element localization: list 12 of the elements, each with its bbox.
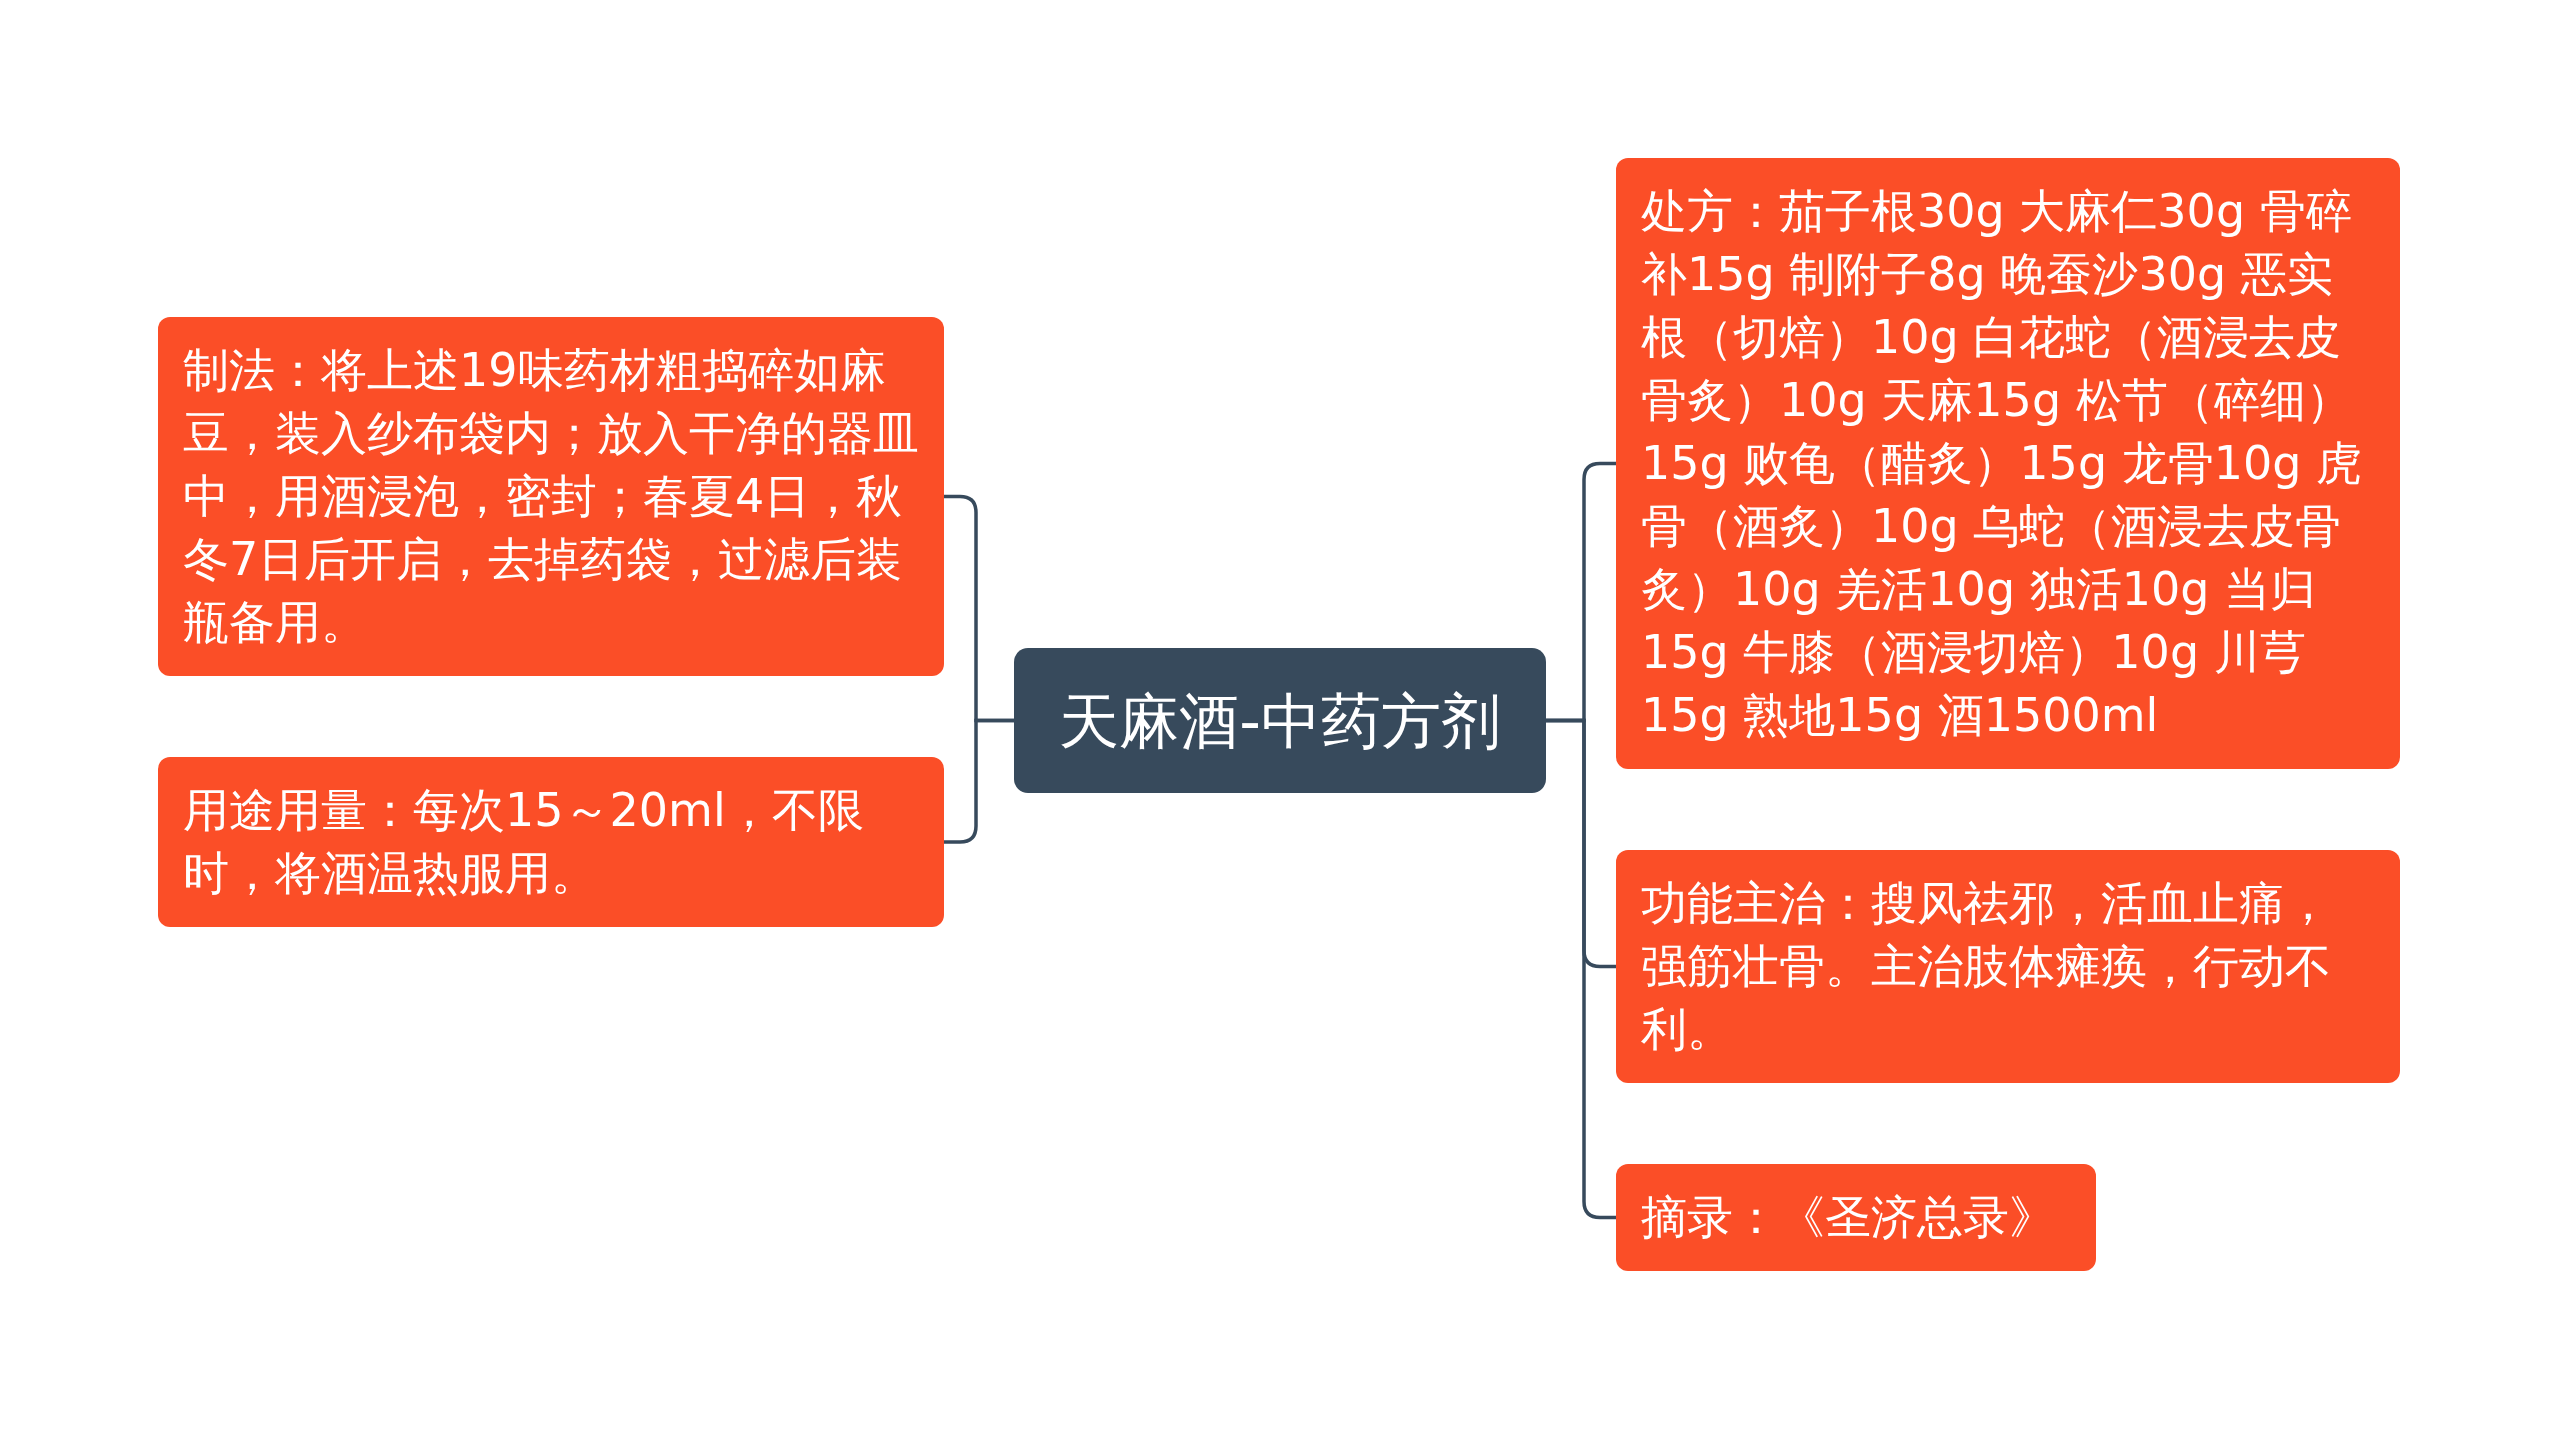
topic-text: 制法：将上述19味药材粗捣碎如麻豆，装入纱布袋内；放入干净的器皿中，用酒浸泡，密封；春夏4日，秋冬7日后开启，去掉药袋，过滤后装瓶备用。 [183, 342, 919, 651]
topic-text: 处方：茄子根30g 大麻仁30g 骨碎补15g 制附子8g 晚蚕沙30g 恶实根（切焙）10g 白花蛇（酒浸去皮骨炙）10g 天麻15g 松节（碎细）15g 败龟（醋炙）15g 龙骨10g 虎骨（酒炙）10g 乌蛇（酒浸去皮骨炙）10g 羌活10g 独活10g 当归15g 牛膝（酒浸切焙）10g 川芎15g 熟地15g 酒1500ml [1641, 183, 2364, 744]
topic-text: 用途用量：每次15～20ml，不限时，将酒温热服用。 [183, 782, 865, 902]
topic-text: 天麻酒-中药方剂 [1059, 684, 1501, 758]
subtopic-card [158, 317, 944, 676]
topic-text: 摘录：《圣济总录》 [1641, 1189, 2056, 1246]
topic-text: 功能主治：搜风祛邪，活血止痛，强筋壮骨。主治肢体瘫痪，行动不利。 [1641, 875, 2332, 1058]
subtopic-card [1616, 850, 2400, 1083]
subtopic-card [1616, 1164, 2096, 1271]
subtopic-card [1616, 158, 2400, 769]
subtopic-card [158, 757, 944, 927]
central-topic-card [1014, 648, 1546, 793]
